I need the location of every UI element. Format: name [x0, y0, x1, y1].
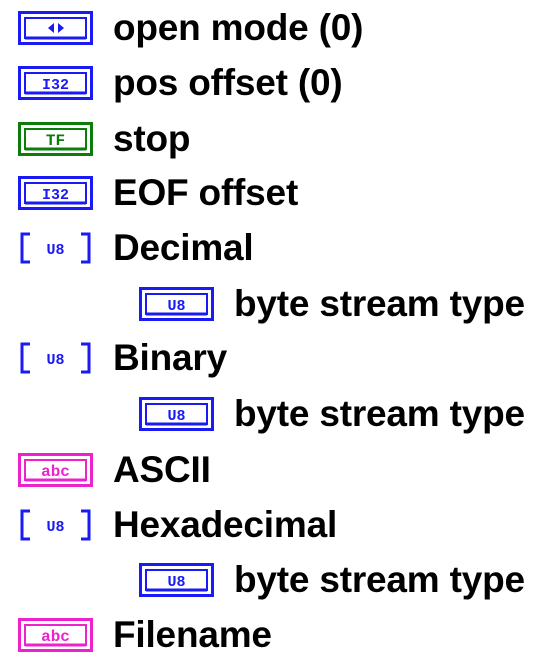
terminal-glyph: abc — [41, 628, 70, 646]
terminal-label: ASCII — [113, 449, 211, 490]
terminal-label: byte stream type — [234, 559, 525, 600]
u8-array-terminal-icon: U8 — [18, 231, 93, 265]
terminal-glyph: U8 — [167, 574, 185, 591]
terminal-glyph: I32 — [42, 187, 69, 204]
terminal-row-eof-offset: I32 EOF offset — [18, 172, 299, 213]
terminal-row-filename: abc Filename — [18, 614, 272, 655]
u8-terminal-icon: U8 — [139, 287, 214, 321]
string-terminal-icon: abc — [18, 618, 93, 652]
terminal-row-stop: TF stop — [18, 118, 191, 159]
string-terminal-icon: abc — [18, 453, 93, 487]
terminal-label: Decimal — [113, 227, 254, 268]
terminal-row-hexadecimal: U8 Hexadecimal — [18, 504, 338, 545]
terminal-label: Filename — [113, 614, 272, 655]
terminal-row-byte-stream-type: U8 byte stream type — [139, 559, 525, 600]
terminal-glyph: U8 — [46, 519, 64, 536]
u8-terminal-icon: U8 — [139, 397, 214, 431]
u8-array-terminal-icon: U8 — [18, 341, 93, 375]
terminal-label: stop — [113, 118, 191, 159]
terminal-label: open mode (0) — [113, 7, 364, 48]
i32-terminal-icon: I32 — [18, 176, 93, 210]
terminal-glyph: abc — [41, 463, 70, 481]
boolean-terminal-icon: TF — [18, 122, 93, 156]
i32-terminal-icon: I32 — [18, 66, 93, 100]
terminal-label: Binary — [113, 337, 227, 378]
terminal-row-binary: U8 Binary — [18, 337, 227, 378]
terminal-row-ascii: abc ASCII — [18, 449, 211, 490]
enum-terminal-icon — [18, 11, 93, 45]
terminal-glyph: U8 — [46, 242, 64, 259]
u8-terminal-icon: U8 — [139, 563, 214, 597]
terminal-label: byte stream type — [234, 393, 525, 434]
terminal-glyph: U8 — [46, 352, 64, 369]
terminal-row-decimal: U8 Decimal — [18, 227, 254, 268]
terminal-glyph: U8 — [167, 408, 185, 425]
terminal-label: byte stream type — [234, 283, 525, 324]
terminal-glyph: I32 — [42, 77, 69, 94]
terminal-row-byte-stream-type: U8 byte stream type — [139, 393, 525, 434]
terminal-glyph: TF — [46, 132, 65, 150]
terminal-label: pos offset (0) — [113, 62, 343, 103]
terminal-row-open-mode: open mode (0) — [18, 7, 364, 48]
terminal-label: Hexadecimal — [113, 504, 338, 545]
terminal-label: EOF offset — [113, 172, 299, 213]
terminal-glyph: U8 — [167, 298, 185, 315]
u8-array-terminal-icon: U8 — [18, 508, 93, 542]
terminal-row-byte-stream-type: U8 byte stream type — [139, 283, 525, 324]
terminal-row-pos-offset: I32 pos offset (0) — [18, 62, 343, 103]
